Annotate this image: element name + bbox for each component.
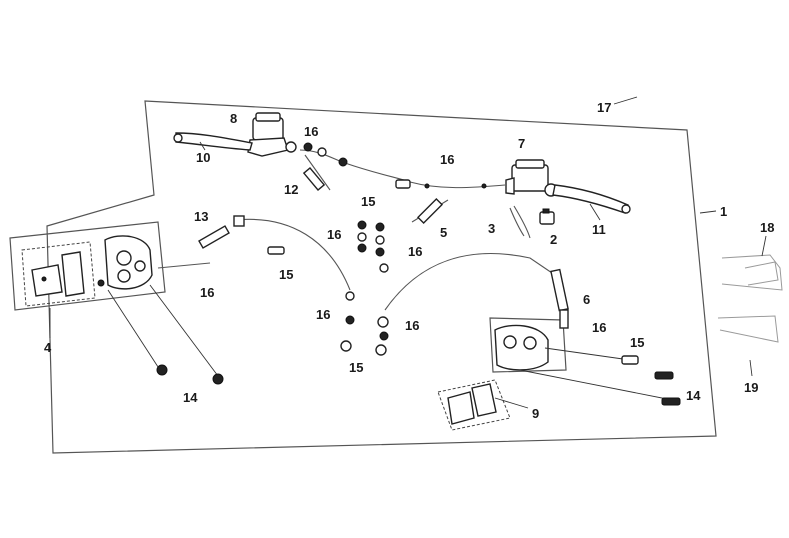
rear-brake-lever	[552, 184, 631, 214]
right-line-2	[519, 369, 673, 401]
callout-18: 18	[760, 220, 774, 235]
upper-hose-right	[409, 181, 506, 189]
front-brake-lever	[173, 132, 253, 151]
hose-fitting-12	[302, 167, 326, 191]
switch-wire-2	[513, 205, 531, 239]
leader-19	[749, 359, 753, 377]
hose-fitting-13	[198, 215, 245, 249]
front-brake-pad	[31, 251, 85, 297]
callout-15-top: 15	[361, 194, 375, 209]
front-hose-left	[235, 218, 351, 291]
hose-fitting-5	[416, 197, 444, 225]
callout-16-mid-right: 16	[408, 244, 422, 259]
callout-16-upper-right: 16	[440, 152, 454, 167]
left-caliper-inset	[9, 221, 166, 311]
front-brake-caliper	[97, 235, 153, 290]
callout-3: 3	[488, 221, 495, 236]
leader-11	[589, 203, 601, 221]
center-bolt-stack-right	[375, 222, 389, 356]
right-pad-dashed-box	[437, 379, 511, 431]
side-cover-part	[721, 254, 783, 291]
rear-brake-caliper	[494, 324, 549, 371]
rear-hose-right	[384, 253, 556, 311]
front-master-cylinder	[247, 112, 297, 157]
callout-5: 5	[440, 225, 447, 240]
callout-17: 17	[597, 100, 611, 115]
left-bolt-leader-2	[149, 284, 219, 377]
switch-wire	[509, 207, 525, 237]
leader-1	[699, 210, 717, 214]
center-bolt-stack-left	[340, 220, 367, 352]
right-line-1	[544, 347, 631, 361]
callout-16-left: 16	[200, 285, 214, 300]
leader-10	[199, 141, 206, 151]
callout-14-right: 14	[686, 388, 701, 403]
leader-18	[761, 235, 767, 257]
callout-6: 6	[583, 292, 590, 307]
callout-8: 8	[230, 111, 237, 126]
callout-15-left: 15	[279, 267, 293, 282]
left-bolt-leader-1	[107, 289, 161, 371]
callout-16-lower-left: 16	[316, 307, 330, 322]
callout-14-left: 14	[183, 390, 198, 405]
callout-11: 11	[592, 222, 606, 237]
leader-9	[494, 397, 529, 409]
rear-caliper-bolts	[621, 355, 681, 406]
callout-16-right: 16	[592, 320, 606, 335]
brake-light-switch	[539, 208, 555, 225]
leader-17	[613, 96, 638, 105]
rear-master-cylinder	[505, 159, 558, 197]
rear-brake-pad	[447, 383, 497, 425]
right-caliper-inset	[489, 317, 567, 373]
callout-16-lower-right: 16	[405, 318, 419, 333]
front-caliper-bolts	[156, 364, 224, 385]
main-frame-outline	[46, 100, 717, 454]
hose-12	[304, 154, 331, 191]
hose-fitting-6	[550, 268, 569, 329]
callout-16-mid-left: 16	[327, 227, 341, 242]
callout-15-center: 15	[349, 360, 363, 375]
callout-9: 9	[532, 406, 539, 421]
callout-12: 12	[284, 182, 298, 197]
front-banjo-bolt-15	[267, 246, 285, 255]
callout-7: 7	[518, 136, 525, 151]
left-pad-dashed-box	[21, 241, 96, 307]
callout-16-top: 16	[304, 124, 318, 139]
underguard-part	[717, 315, 779, 343]
callout-10: 10	[196, 150, 210, 165]
callout-13: 13	[194, 209, 208, 224]
callout-19: 19	[744, 380, 758, 395]
callout-1: 1	[720, 204, 727, 219]
front-banjo-line	[157, 262, 211, 269]
callout-15-right: 15	[630, 335, 644, 350]
callout-4: 4	[44, 340, 52, 355]
top-small-fittings	[303, 142, 487, 189]
callout-2: 2	[550, 232, 557, 247]
